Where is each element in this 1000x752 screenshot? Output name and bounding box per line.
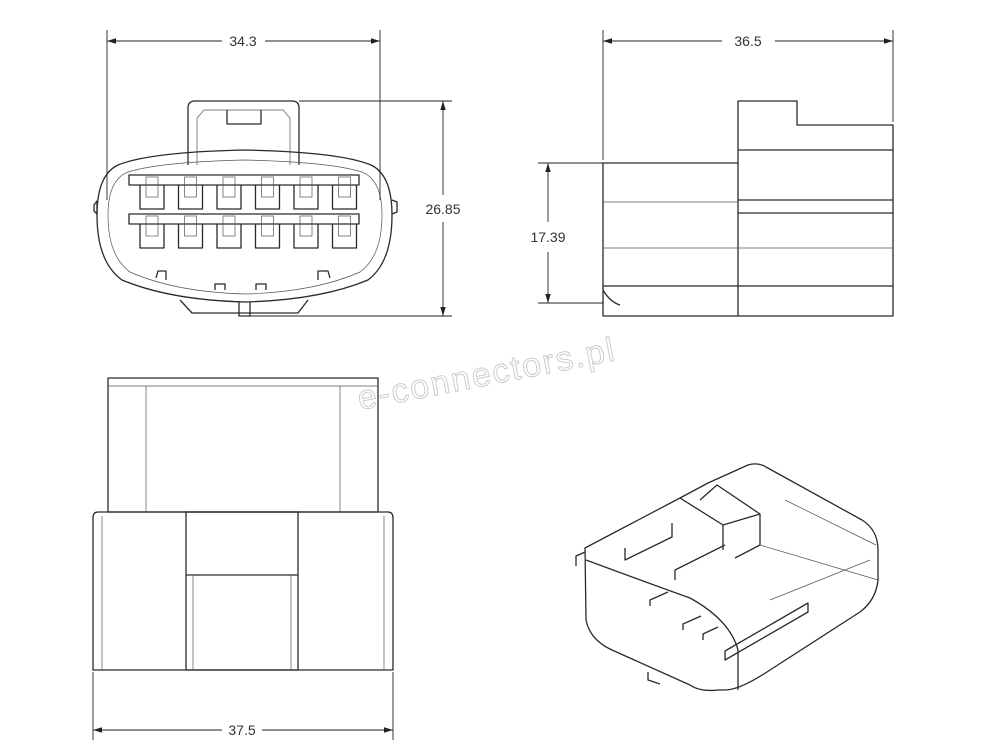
watermark-text: e-connectors.pl [354,330,619,417]
pin-latch [145,215,159,237]
pin-latch [145,176,159,198]
pin-latch [222,215,236,237]
pin-cavity [254,185,281,210]
watermark: e-connectors.pl [354,330,620,418]
pin-cavity [293,185,319,210]
dimension-front-height: 26.85 [425,201,460,217]
isometric-view [575,463,879,692]
pin-latch [222,176,236,198]
front-view [93,30,452,317]
pin-cavity [331,224,358,249]
pin-cavity [254,224,281,249]
pin-latch [338,176,351,198]
pin-latch [338,215,351,237]
pin-latch [261,176,274,198]
bottom-view [92,377,394,740]
pin-latch [184,215,197,237]
dimension-side-length: 36.5 [734,33,761,49]
dimension-front-width: 34.3 [229,33,256,49]
pin-cavity [216,224,242,249]
pin-latch [299,176,313,198]
pin-cavity [331,185,358,210]
pin-latch [184,176,197,198]
pin-cavity [139,185,165,210]
pin-cavity [216,185,242,210]
pin-cavity [293,224,319,249]
pin-latch [261,215,274,237]
pin-cavity [139,224,165,249]
pin-cavity [177,224,204,249]
side-view [538,30,894,317]
pin-cavity [177,185,204,210]
pin-latch [299,215,313,237]
dimension-side-height: 17.39 [530,229,565,245]
dimension-bottom-width: 37.5 [228,722,255,738]
